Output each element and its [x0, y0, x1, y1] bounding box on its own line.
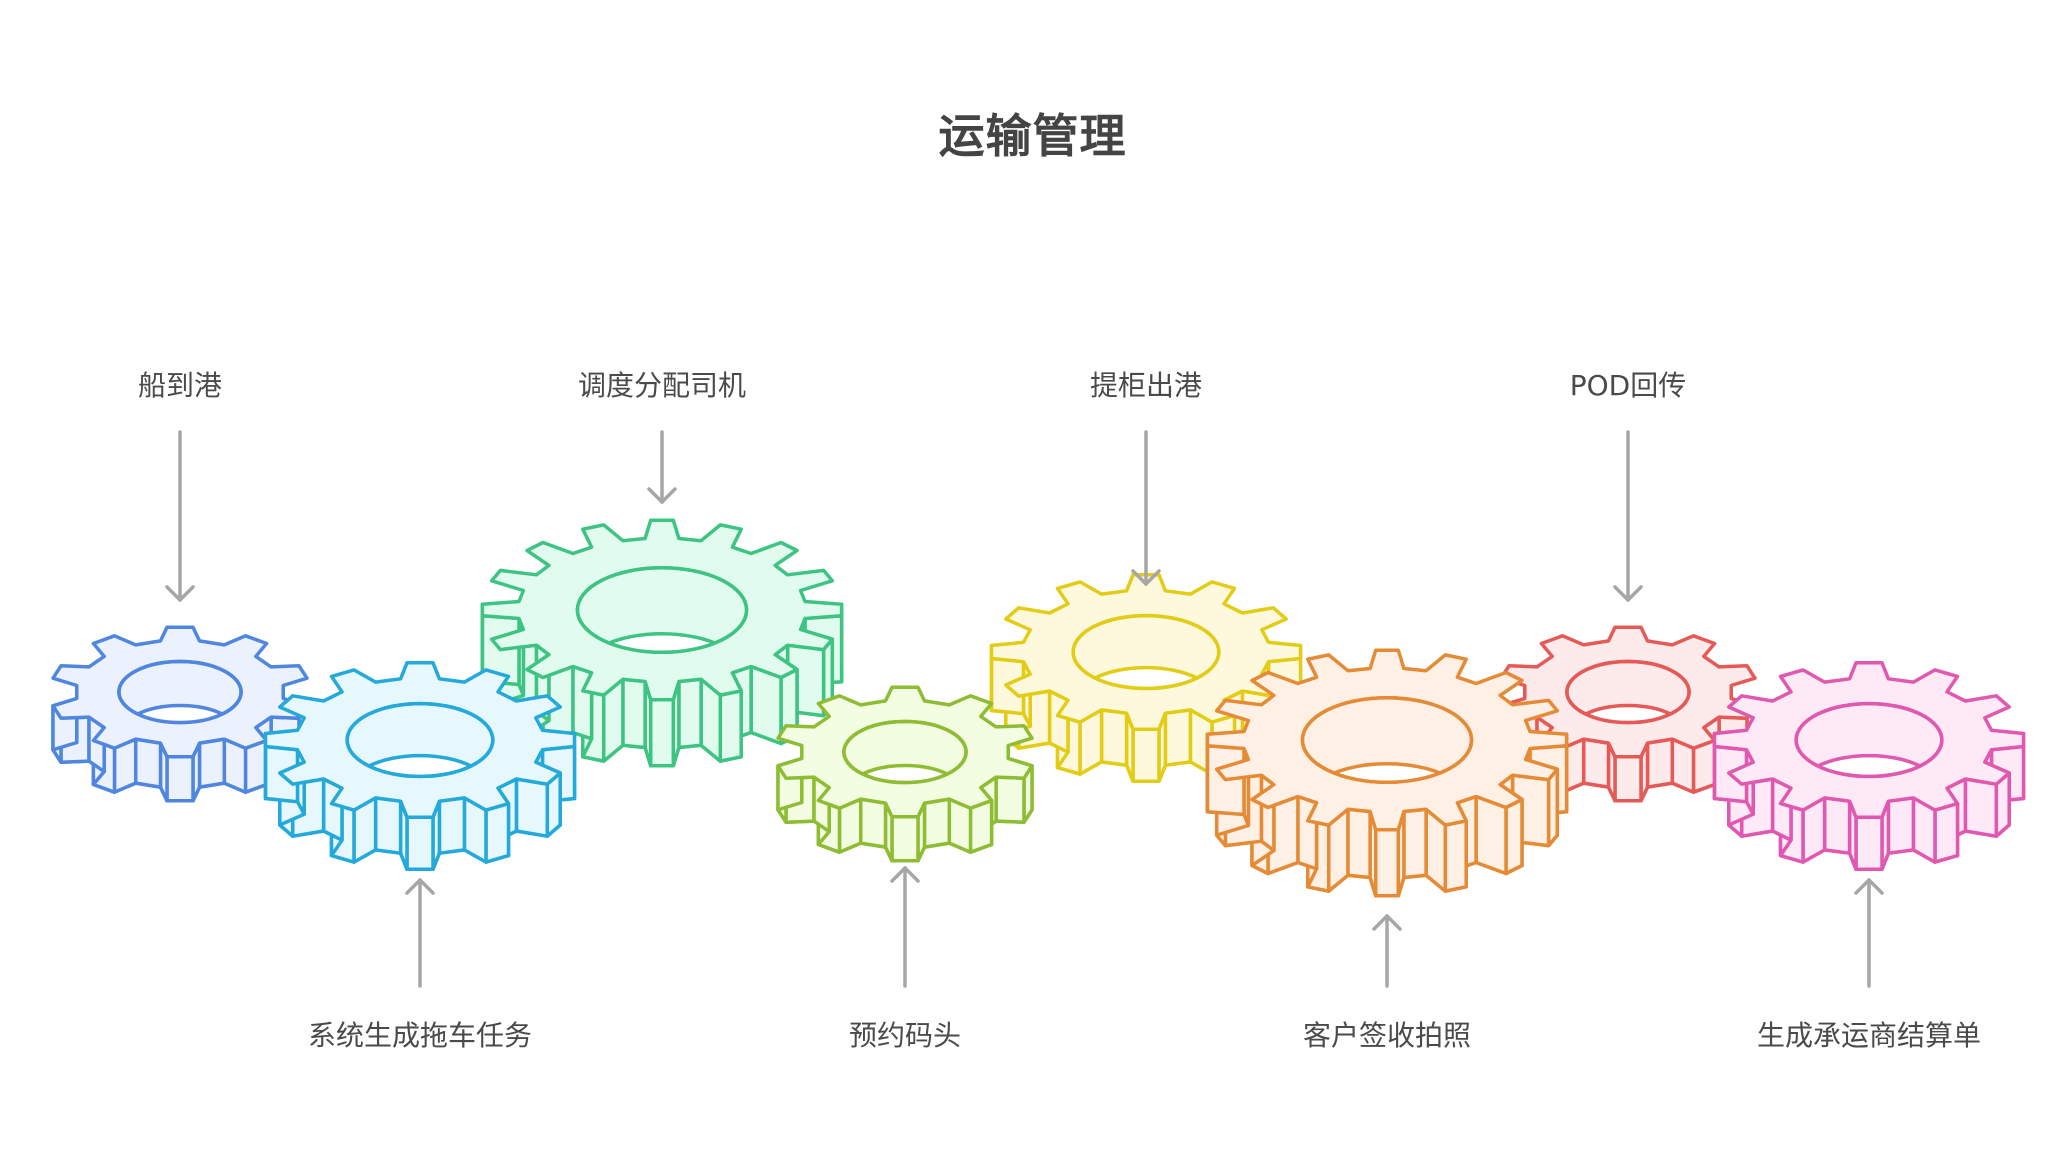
step-label-book-terminal: 预约码头: [848, 1019, 962, 1052]
step-label-tow-task: 系统生成拖车任务: [307, 1019, 533, 1052]
step-label-dispatch-driver: 调度分配司机: [577, 369, 747, 402]
step-label-carrier-settlement: 生成承运商结算单: [1756, 1019, 1982, 1052]
arrow-icon-book-terminal: [890, 866, 920, 988]
gear-icon-book-terminal: [776, 685, 1034, 863]
arrow-icon-customer-sign: [1372, 914, 1402, 988]
gear-icon-tow-task: [263, 661, 577, 871]
arrow-icon-dispatch-driver: [647, 430, 677, 504]
arrow-icon-tow-task: [405, 878, 435, 988]
arrow-icon-ship-arrival: [165, 430, 195, 602]
gear-icon-carrier-settlement: [1712, 661, 2026, 871]
step-label-ship-arrival: 船到港: [137, 369, 223, 402]
arrow-icon-carrier-settlement: [1854, 878, 1884, 988]
step-label-pod-return: POD回传: [1569, 369, 1687, 402]
gear-icon-customer-sign: [1205, 648, 1569, 898]
step-label-customer-sign: 客户签收拍照: [1302, 1019, 1472, 1052]
arrow-icon-pod-return: [1613, 430, 1643, 602]
step-label-pickup-depart: 提柜出港: [1089, 369, 1203, 402]
page-title: 运输管理: [938, 109, 1127, 163]
arrow-icon-pickup-depart: [1131, 430, 1161, 586]
